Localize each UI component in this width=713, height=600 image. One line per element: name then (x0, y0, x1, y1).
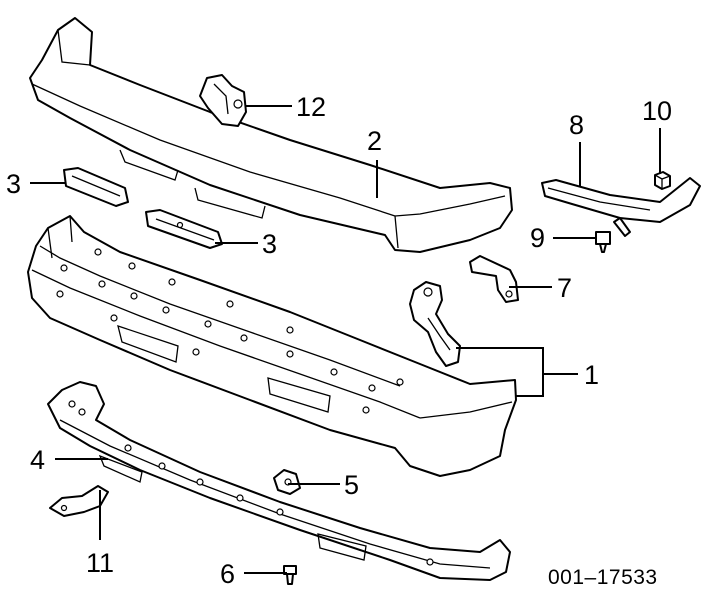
callout-2: 2 (367, 126, 382, 156)
callout-10: 10 (642, 96, 672, 126)
part-1-main-bumper (27, 215, 517, 477)
callout-labels: 12 2 3 3 8 10 9 7 1 4 5 11 6 (6, 92, 672, 589)
part-1-mount-bracket (409, 281, 461, 367)
callout-12: 12 (296, 92, 326, 122)
part-2-face-bar (29, 17, 513, 253)
part-9-bolt (592, 231, 611, 253)
part-6-bolt (283, 565, 297, 585)
part-8-end-bracket (541, 177, 701, 237)
part-10-cap (654, 171, 671, 190)
callout-11: 11 (86, 548, 114, 578)
callout-1: 1 (584, 360, 599, 390)
part-5-clip (273, 469, 301, 495)
callout-9: 9 (530, 223, 545, 253)
callout-3-upper: 3 (6, 169, 21, 199)
callout-6: 6 (220, 559, 235, 589)
callout-4: 4 (30, 445, 45, 475)
callout-3-lower: 3 (262, 229, 277, 259)
part-11-bracket (49, 485, 109, 517)
leader-1 (456, 347, 544, 397)
part-7-bracket (469, 255, 519, 303)
callout-8: 8 (569, 110, 584, 140)
part-12-clip (199, 74, 247, 127)
leader-lines (30, 105, 661, 574)
part-4-lower-valance (47, 381, 511, 581)
bumper-holes (56, 248, 404, 414)
part-3-strip-upper (63, 167, 129, 207)
reference-code: 001–17533 (548, 566, 658, 589)
callout-5: 5 (344, 470, 359, 500)
part-3-strip-lower (145, 209, 223, 249)
callout-7: 7 (557, 273, 572, 303)
